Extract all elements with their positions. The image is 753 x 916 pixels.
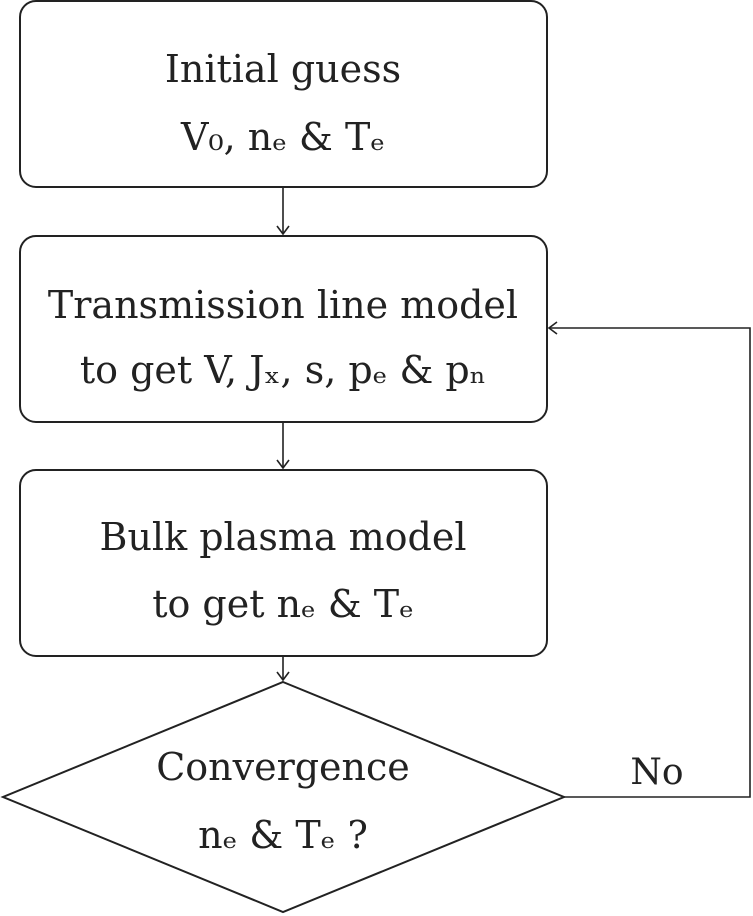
- node-initial-guess-line1: Initial guess: [165, 47, 401, 91]
- edge-initial-to-transmission: [276, 187, 290, 236]
- node-initial-guess-box: [19, 0, 548, 188]
- node-initial-guess-line2: V₀, nₑ & Tₑ: [180, 115, 385, 159]
- node-convergence: Convergence nₑ & Tₑ ?: [0, 680, 567, 914]
- node-transmission-box: [19, 235, 548, 423]
- node-initial-guess: Initial guess V₀, nₑ & Tₑ: [19, 0, 548, 188]
- node-convergence-line1: Convergence: [156, 745, 410, 789]
- node-bulk-box: [19, 469, 548, 657]
- node-convergence-line2: nₑ & Tₑ ?: [198, 813, 368, 857]
- node-bulk-line2: to get nₑ & Tₑ: [152, 582, 414, 626]
- node-convergence-diamond: [0, 680, 567, 914]
- edge-bulk-to-convergence: [276, 656, 290, 682]
- node-transmission-line1: Transmission line model: [48, 283, 518, 327]
- edge-label-no: No: [630, 752, 683, 793]
- node-bulk-plasma-model: Bulk plasma model to get nₑ & Tₑ: [19, 469, 548, 657]
- node-transmission-line-model: Transmission line model to get V, Jₓ, s,…: [19, 235, 548, 423]
- node-bulk-line1: Bulk plasma model: [100, 515, 467, 559]
- edge-transmission-to-bulk: [276, 422, 290, 470]
- edge-convergence-no-to-transmission: No: [547, 321, 751, 798]
- node-transmission-line2: to get V, Jₓ, s, pₑ & pₙ: [80, 348, 486, 392]
